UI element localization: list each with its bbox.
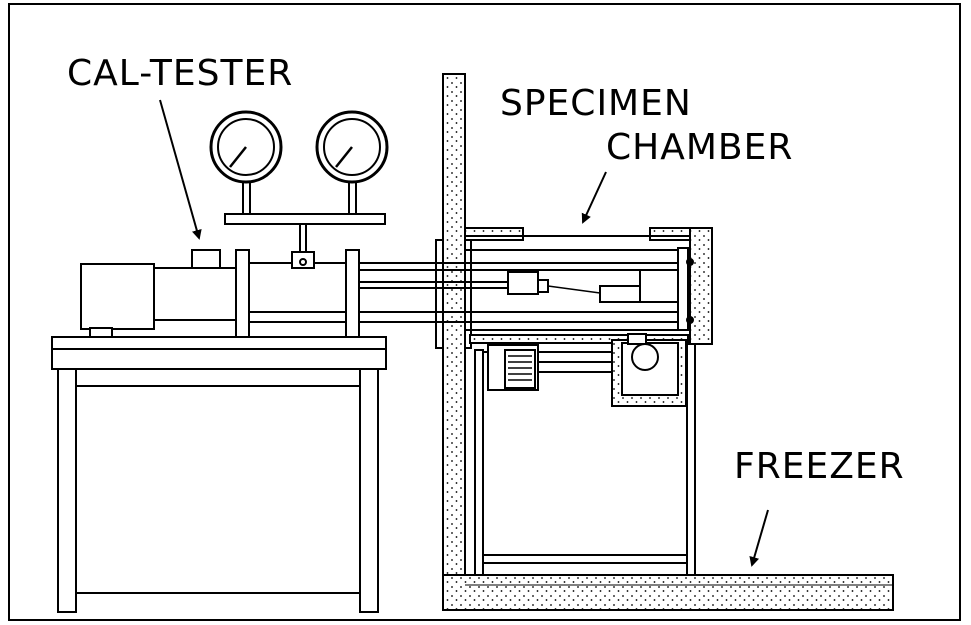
specimen-chamber-arrow (581, 171, 607, 224)
pressure-gauge-right-icon (315, 110, 389, 184)
cal-tester-arrow (159, 99, 202, 240)
load-rods (359, 249, 678, 331)
specimen-chamber (464, 227, 713, 407)
cal-tester (80, 175, 386, 338)
freezer-arrow (749, 509, 769, 567)
cal-tester-table (51, 336, 387, 613)
specimen-chamber-label-line1: SPECIMEN (500, 83, 692, 124)
pressure-gauge-left-icon (209, 110, 283, 184)
freezer-walls (435, 73, 894, 611)
freezer-label: FREEZER (734, 446, 905, 487)
specimen-chamber-label-line2: CHAMBER (606, 127, 794, 168)
cal-tester-label: CAL-TESTER (67, 53, 294, 94)
